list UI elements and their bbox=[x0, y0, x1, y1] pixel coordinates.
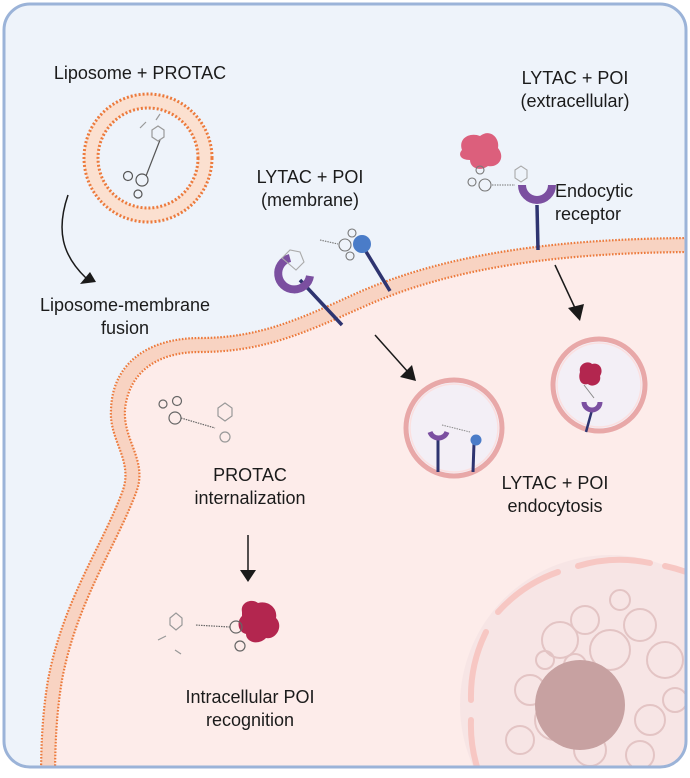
endocytic-receptor-icon bbox=[274, 254, 314, 294]
lytac-membrane-complex bbox=[274, 228, 392, 327]
label-lytac-membrane: LYTAC + POI (membrane) bbox=[256, 167, 364, 210]
protac-poi-complex bbox=[157, 600, 280, 655]
label-lytac-extracellular: LYTAC + POI (extracellular) bbox=[520, 68, 630, 111]
label-liposome-protac: Liposome + PROTAC bbox=[53, 63, 227, 83]
label-liposome-fusion: Liposome-membrane fusion bbox=[39, 295, 211, 338]
cell-membrane-band bbox=[41, 238, 686, 767]
recognition-arrow-icon bbox=[240, 535, 256, 582]
extracellular-poi-icon bbox=[460, 133, 502, 169]
cell-membrane-outer-leaflet bbox=[39, 236, 686, 767]
protac-molecule-icon bbox=[122, 113, 165, 199]
label-protac-internalization: PROTAC internalization bbox=[194, 465, 306, 508]
label-lytac-endocytosis: LYTAC + POI endocytosis bbox=[501, 473, 609, 516]
liposome bbox=[82, 92, 214, 224]
endocytosis-arrow-icon bbox=[374, 334, 416, 381]
protac-molecule-icon bbox=[158, 395, 233, 443]
endosome-extracellular-poi bbox=[550, 336, 648, 434]
intracellular-poi-icon bbox=[238, 600, 280, 643]
endocytosis-arrow-icon bbox=[554, 264, 584, 321]
endosome-membrane-poi bbox=[403, 377, 505, 479]
label-intracellular-recognition: Intracellular POI recognition bbox=[185, 687, 315, 730]
membrane-poi-icon bbox=[353, 235, 371, 253]
fusion-arrow-icon bbox=[61, 194, 96, 284]
cell-membrane-inner-leaflet bbox=[53, 250, 686, 767]
label-endocytic-receptor: Endocytic receptor bbox=[555, 181, 634, 224]
endocytic-receptor-icon bbox=[518, 184, 556, 204]
nuclear-envelope bbox=[467, 556, 686, 767]
nucleolus bbox=[535, 660, 625, 750]
lytac-extracellular-complex bbox=[460, 133, 556, 251]
